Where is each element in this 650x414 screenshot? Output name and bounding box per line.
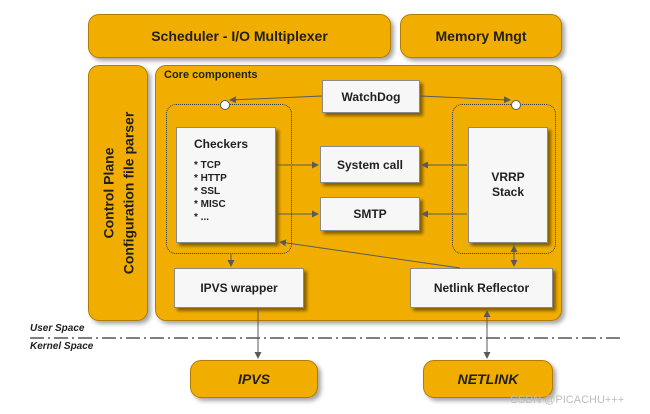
memory-management-block: Memory Mngt [400, 14, 562, 58]
vrrp-dotted-group [452, 104, 556, 254]
checker-item: MISC [194, 198, 275, 211]
kernel-space-label: Kernel Space [30, 341, 94, 352]
checker-item: TCP [194, 159, 275, 172]
smtp-box: SMTP [320, 197, 420, 231]
vrrp-stack-box: VRRP Stack [468, 127, 548, 243]
watermark-text: CSDN @PICACHU+++ [510, 394, 625, 406]
watchdog-box: WatchDog [322, 80, 420, 113]
memory-label: Memory Mngt [435, 28, 527, 44]
control-plane-block: Control Plane Configuration file parser [88, 65, 148, 321]
core-components-title: Core components [164, 69, 258, 81]
watchdog-label: WatchDog [341, 89, 401, 104]
scheduler-io-multiplexer-block: Scheduler - I/O Multiplexer [88, 14, 391, 58]
checker-item: SSL [194, 185, 275, 198]
vrrp-label: VRRP [491, 170, 525, 184]
checkers-list: TCP HTTP SSL MISC ... [194, 159, 275, 224]
netlink-kernel-block: NETLINK [423, 360, 553, 398]
ipvs-kernel-block: IPVS [190, 360, 318, 398]
ipvs-wrapper-box: IPVS wrapper [174, 268, 304, 308]
netlink-label: NETLINK [457, 371, 519, 387]
checkers-title: Checkers [194, 137, 249, 151]
control-plane-label: Control Plane [100, 147, 117, 239]
config-parser-label: Configuration file parser [120, 111, 137, 275]
checkers-box: Checkers TCP HTTP SSL MISC ... [176, 127, 276, 243]
stack-label: Stack [491, 185, 525, 199]
scheduler-label: Scheduler - I/O Multiplexer [151, 28, 328, 44]
smtp-label: SMTP [353, 207, 387, 221]
control-plane-text: Control Plane Configuration file parser [98, 112, 138, 275]
user-space-label: User Space [30, 323, 85, 334]
checker-item: HTTP [194, 172, 275, 185]
ipvs-wrapper-label: IPVS wrapper [200, 281, 278, 295]
checker-item: ... [194, 211, 275, 224]
system-call-box: System call [320, 146, 420, 183]
netlink-reflector-box: Netlink Reflector [410, 268, 553, 308]
system-call-label: System call [336, 157, 404, 172]
ipvs-label: IPVS [238, 371, 270, 387]
netlink-reflector-label: Netlink Reflector [433, 281, 530, 295]
